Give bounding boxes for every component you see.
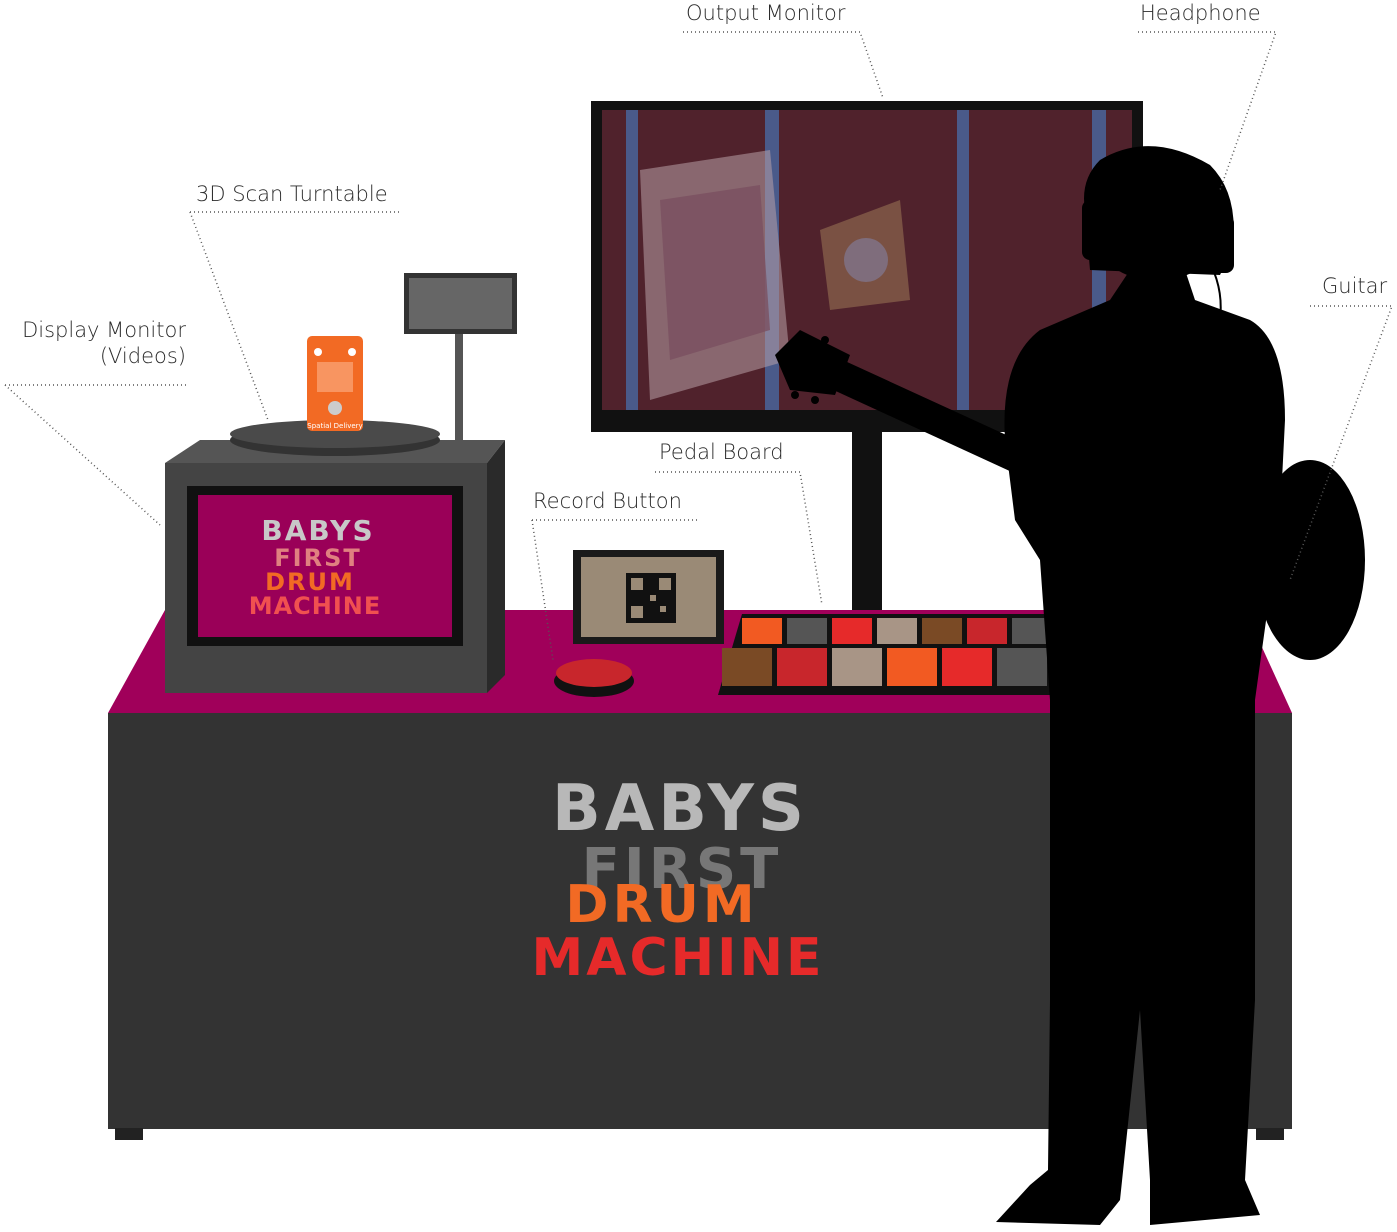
screen-logo: BABYS FIRST DRUM MACHINE: [249, 514, 382, 620]
screen-logo-line-4: MACHINE: [249, 592, 382, 620]
output-monitor: [591, 101, 1143, 432]
label-pedal-board: Pedal Board: [659, 440, 784, 464]
label-record-button: Record Button: [533, 489, 682, 513]
label-output-monitor: Output Monitor: [686, 1, 846, 25]
logo-line-2: FIRST: [582, 837, 783, 902]
pad-top-2: [787, 618, 827, 644]
turntable-pole: [455, 320, 463, 442]
headphone-cable: [1213, 271, 1222, 331]
record-button: [554, 659, 634, 697]
logo-line-1: BABYS: [552, 772, 808, 846]
pad-top-5: [922, 618, 962, 644]
pedal-board: [722, 618, 1052, 686]
pad-bottom-1: [722, 648, 772, 686]
table-foot-left: [115, 1128, 143, 1140]
screen-logo-line-1: BABYS: [261, 514, 374, 547]
logo-line-4: MACHINE: [531, 928, 824, 988]
pad-bottom-5: [942, 648, 992, 686]
label-display-monitor: Display Monitor (Videos): [10, 317, 186, 369]
leader-lines: [4, 31, 1394, 661]
qr-frame: [573, 550, 724, 644]
effects-pedal: Spatial Delivery: [307, 336, 363, 431]
display-monitor-box: [165, 440, 505, 693]
screen-logo-line-2: FIRST: [274, 544, 361, 572]
label-display-monitor-line1: Display Monitor: [22, 318, 186, 342]
pad-bottom-6: [997, 648, 1047, 686]
pad-bottom-3: [832, 648, 882, 686]
screen-logo-line-3: DRUM: [265, 568, 355, 596]
table-foot-right: [1256, 1128, 1284, 1140]
table-logo: BABYS FIRST DRUM MACHINE: [531, 772, 824, 988]
pad-top-3: [832, 618, 872, 644]
label-guitar: Guitar: [1322, 274, 1388, 298]
pad-bottom-2: [777, 648, 827, 686]
pad-top-4: [877, 618, 917, 644]
pad-top-6: [967, 618, 1007, 644]
label-display-monitor-line2: (Videos): [99, 344, 186, 368]
pad-bottom-4: [887, 648, 937, 686]
label-headphone: Headphone: [1140, 1, 1261, 25]
pedal-name: Spatial Delivery: [307, 422, 362, 430]
output-monitor-stand: [852, 425, 882, 625]
person-silhouette: [775, 146, 1365, 1225]
pad-top-1: [742, 618, 782, 644]
logo-line-3: DRUM: [565, 875, 758, 935]
label-turntable: 3D Scan Turntable: [196, 182, 388, 206]
